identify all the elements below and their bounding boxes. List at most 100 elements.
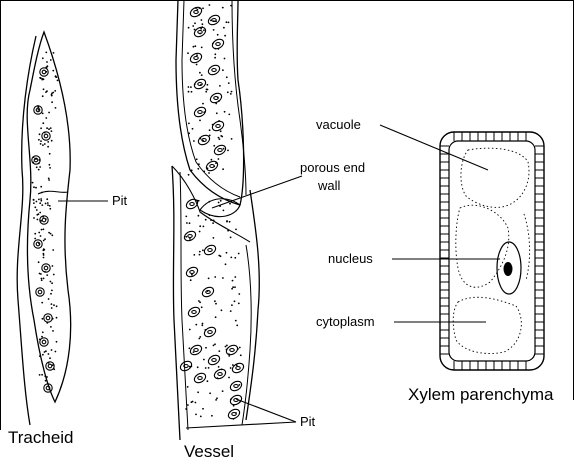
stipple-dot: [191, 169, 193, 171]
stipple-dot: [214, 276, 216, 278]
stipple-dot: [40, 220, 42, 222]
nucleolus: [504, 262, 513, 276]
stipple-dot: [51, 307, 53, 309]
stipple-dot: [50, 233, 52, 235]
stipple-dot: [199, 225, 201, 227]
stipple-dot: [204, 329, 206, 331]
stipple-dot: [40, 198, 42, 200]
vessel-pit-center: [190, 271, 194, 274]
stipple-dot: [43, 278, 45, 280]
stipple-dot: [199, 33, 201, 35]
stipple-dot: [47, 146, 49, 148]
stipple-dot: [224, 111, 226, 113]
stipple-dot: [212, 124, 214, 126]
vessel-pit-center: [198, 111, 202, 114]
stipple-dot: [56, 305, 58, 307]
stipple-dot: [236, 365, 238, 367]
stipple-dot: [42, 95, 44, 97]
tracheid-outline: [27, 32, 70, 402]
vessel-pit-center: [208, 249, 212, 252]
stipple-dot: [192, 128, 194, 130]
stipple-dot: [218, 350, 220, 352]
stipple-dot: [33, 156, 35, 158]
stipple-dot: [43, 253, 45, 255]
stipple-dot: [224, 58, 226, 60]
stipple-dot: [213, 145, 215, 147]
pit-center: [46, 316, 50, 320]
stipple-dot: [192, 401, 194, 403]
vessel-pit-center: [212, 69, 216, 72]
stipple-dot: [190, 279, 192, 281]
stipple-dot: [215, 162, 217, 164]
stipple-dot: [230, 5, 232, 7]
stipple-dot: [226, 221, 228, 223]
stipple-dot: [218, 202, 220, 204]
pit-center: [48, 364, 52, 368]
stipple-dot: [228, 82, 230, 84]
stipple-dot: [195, 7, 197, 9]
stipple-dot: [41, 279, 43, 281]
stipple-dot: [35, 158, 37, 160]
stipple-dot: [48, 232, 50, 234]
stipple-dot: [235, 412, 237, 414]
stipple-dot: [218, 366, 220, 368]
stipple-dot: [230, 257, 232, 259]
stipple-dot: [199, 336, 201, 338]
stipple-dot: [42, 57, 44, 59]
stipple-dot: [195, 402, 197, 404]
stipple-dot: [201, 306, 203, 308]
pit-lower-leader-1: [236, 399, 296, 422]
stipple-dot: [222, 390, 224, 392]
stipple-dot: [218, 137, 220, 139]
stipple-dot: [34, 233, 36, 235]
stipple-dot: [218, 120, 220, 122]
pit-ring: [44, 314, 52, 322]
stipple-dot: [188, 123, 190, 125]
pit-center: [38, 290, 42, 294]
stipple-dot: [37, 105, 39, 107]
stipple-dot: [201, 74, 203, 76]
cytoplasm-boundary-1: [456, 205, 509, 287]
stipple-dot: [213, 20, 215, 22]
pit-ring: [46, 362, 54, 370]
stipple-dot: [231, 138, 233, 140]
stipple-dot: [194, 29, 196, 31]
stipple-dot: [188, 132, 190, 134]
stipple-dot: [50, 326, 52, 328]
stipple-dot: [205, 367, 207, 369]
stipple-dot: [196, 54, 198, 56]
stipple-dot: [45, 71, 47, 73]
stipple-dot: [214, 53, 216, 55]
vessel-caption: Vessel: [184, 442, 234, 457]
stipple-dot: [214, 48, 216, 50]
stipple-dot: [56, 317, 58, 319]
stipple-dot: [53, 368, 55, 370]
stipple-dot: [45, 117, 47, 119]
stipple-dot: [33, 199, 35, 201]
stipple-dot: [234, 276, 236, 278]
stipple-dot: [232, 286, 234, 288]
vessel-cell: [172, 0, 259, 440]
stipple-dot: [188, 27, 190, 29]
stipple-dot: [47, 141, 49, 143]
stipple-dot: [42, 144, 44, 146]
stipple-dot: [202, 140, 204, 142]
stipple-dot: [187, 404, 189, 406]
stipple-dot: [211, 159, 213, 161]
stipple-dot: [230, 93, 232, 95]
stipple-dot: [218, 158, 220, 160]
stipple-dot: [39, 355, 41, 357]
stipple-dot: [222, 69, 224, 71]
vessel-pit: [229, 379, 244, 392]
vessel-pit: [203, 325, 218, 338]
stipple-dot: [227, 150, 229, 152]
stipple-dot: [44, 351, 46, 353]
stipple-dot: [196, 158, 198, 160]
stipple-dot: [42, 113, 44, 115]
stipple-dot: [40, 140, 42, 142]
vessel-pit: [183, 229, 198, 242]
stipple-dot: [48, 298, 50, 300]
stipple-dot: [49, 164, 51, 166]
stipple-dot: [234, 286, 236, 288]
vessel-pit-center: [216, 43, 220, 46]
